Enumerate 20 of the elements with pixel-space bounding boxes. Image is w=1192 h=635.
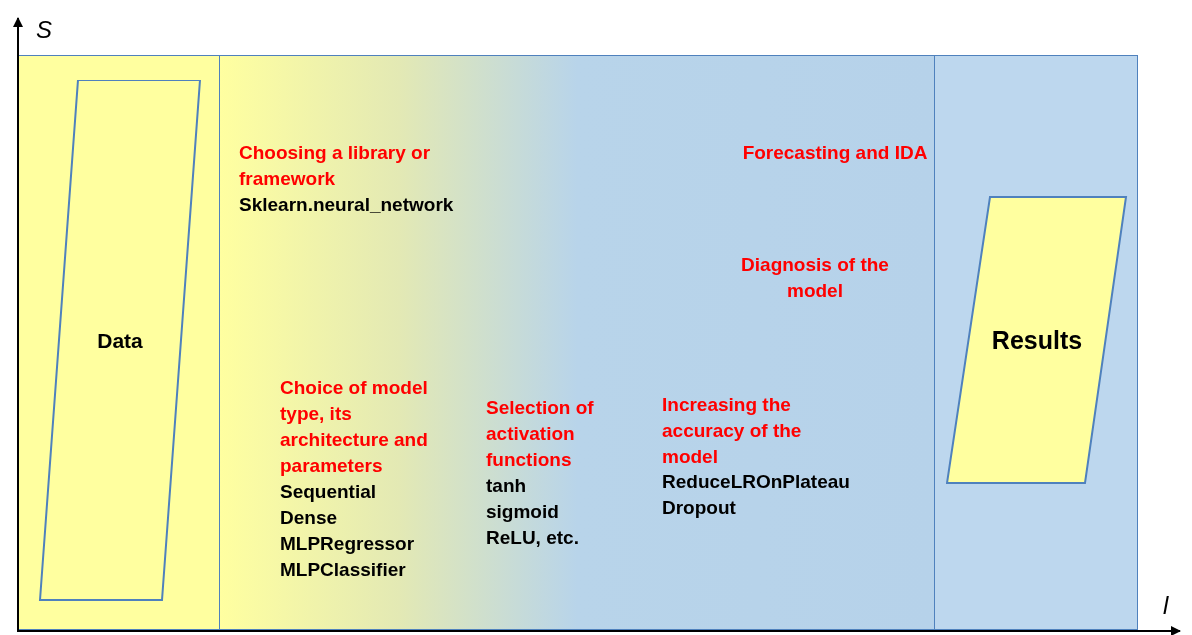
list-item: tanh <box>486 474 527 498</box>
list-item: sigmoid <box>486 500 559 524</box>
axis-label: S <box>36 16 52 44</box>
step-heading: Forecasting and IDA <box>741 141 929 165</box>
axis-label: l <box>1163 592 1169 620</box>
step-heading: Increasing the accuracy of the model <box>662 393 803 469</box>
list-item: Dense <box>280 506 338 530</box>
step-heading: Choosing a library or framework <box>239 141 432 191</box>
output-parallelogram: Results <box>946 196 1128 485</box>
list-item: Sklearn.neural_network <box>239 193 454 217</box>
list-item: Sequential <box>280 480 377 504</box>
list-item: MLPClassifier <box>280 558 406 582</box>
list-item: ReduceLROnPlateau <box>662 470 850 494</box>
step-heading: Choice of model type, its architecture and parameters <box>280 376 429 478</box>
step-heading: Diagnosis of the model <box>740 253 890 303</box>
list-item: Dropout <box>662 496 736 520</box>
input-parallelogram: Data <box>38 80 202 602</box>
list-item: ReLU, etc. <box>486 526 579 550</box>
list-item: MLPRegressor <box>280 532 415 556</box>
step-heading: Selection of activation functions <box>486 396 595 472</box>
